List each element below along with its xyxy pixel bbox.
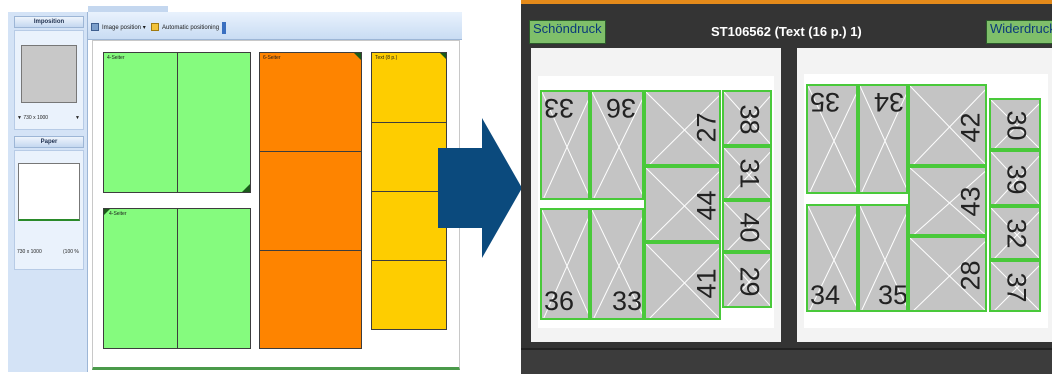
widerdruck-button[interactable]: Widerdruck xyxy=(986,20,1052,44)
section-text-8p[interactable]: Text (8 p.) xyxy=(371,52,447,330)
page-number: 43 xyxy=(955,186,986,217)
page-number: 37 xyxy=(1001,272,1032,303)
front-side-panel: 33 36 36 33 27 44 41 38 31 40 29 xyxy=(531,48,781,342)
back-side-panel: 35 34 34 35 42 43 28 30 39 32 37 xyxy=(797,48,1052,342)
paper-zoom-text: (100 % xyxy=(63,249,79,255)
page-cell[interactable]: 33 xyxy=(540,90,590,200)
page-number: 39 xyxy=(1001,164,1032,195)
page-cell[interactable]: 43 xyxy=(908,166,987,236)
arrow-right-icon xyxy=(438,118,522,258)
fold-line xyxy=(177,209,178,348)
page-number: 35 xyxy=(810,87,841,117)
image-position-button[interactable]: Image position ▾ xyxy=(102,25,146,31)
section-label: 4-Seiter xyxy=(109,211,127,217)
page-cell[interactable]: 30 xyxy=(989,98,1041,150)
page-cell[interactable]: 31 xyxy=(722,146,772,200)
fold-line xyxy=(372,191,446,192)
imposition-panel: ▼ 730 x 1000 ▼ xyxy=(14,30,84,130)
page-number: 34 xyxy=(810,280,841,310)
page-number: 33 xyxy=(544,93,575,123)
paper-thumbnail[interactable] xyxy=(18,163,80,221)
automatic-positioning-button[interactable]: Automatic positioning xyxy=(162,25,220,31)
page-number: 36 xyxy=(606,93,637,123)
page-number: 32 xyxy=(1001,218,1032,249)
page-number: 33 xyxy=(612,286,643,316)
page-cell[interactable]: 42 xyxy=(908,84,987,166)
page-cell[interactable]: 41 xyxy=(644,242,721,320)
section-4-seiter-top[interactable]: 4-Seiter xyxy=(103,52,251,193)
paper-panel: 730 x 1000 (100 % xyxy=(14,150,84,270)
bottom-bar xyxy=(521,348,1052,374)
imposition-size-dropdown[interactable]: ▼ 730 x 1000 xyxy=(17,115,49,121)
page-cell[interactable]: 34 xyxy=(858,84,908,194)
section-label: 6-Seiter xyxy=(263,55,281,61)
page-cell[interactable]: 32 xyxy=(989,206,1041,260)
page-number: 29 xyxy=(734,266,765,297)
fold-line xyxy=(177,53,178,192)
automatic-positioning-icon xyxy=(151,23,159,31)
section-label: Text (8 p.) xyxy=(375,55,398,61)
sheet-title: ST106562 (Text (16 p.) 1) xyxy=(711,24,862,39)
page-number: 44 xyxy=(691,190,721,221)
imposition-size-value: 730 x 1000 xyxy=(23,115,49,121)
page-cell[interactable]: 29 xyxy=(722,252,772,308)
imposition-sheet: 4-Seiter 4-Seiter 6-Seiter Text (8 p.) xyxy=(92,40,460,370)
page-number: 38 xyxy=(734,104,765,135)
page-cell[interactable]: 44 xyxy=(644,166,721,242)
page-number: 35 xyxy=(878,280,908,310)
toolbar: Image position ▾ Automatic positioning xyxy=(88,12,462,40)
page-cell[interactable]: 34 xyxy=(806,204,858,312)
page-cell[interactable]: 35 xyxy=(858,204,908,312)
page-number: 34 xyxy=(874,87,905,117)
page-number: 41 xyxy=(691,268,721,299)
corner-marker-icon xyxy=(242,184,250,192)
fold-line xyxy=(260,151,361,152)
image-position-icon xyxy=(91,23,99,31)
page-cell[interactable]: 36 xyxy=(590,90,644,200)
page-cell[interactable]: 38 xyxy=(722,90,772,146)
header-accent-line xyxy=(521,0,1052,4)
side-panel: Imposition ▼ 730 x 1000 ▼ Paper 730 x 10… xyxy=(8,12,88,372)
page-number: 31 xyxy=(734,158,765,189)
page-cell[interactable]: 33 xyxy=(590,208,644,320)
paper-size-text: 730 x 1000 xyxy=(17,249,42,255)
page-cell[interactable]: 40 xyxy=(722,200,772,252)
page-cell[interactable]: 39 xyxy=(989,150,1041,206)
imposition-thumbnail[interactable] xyxy=(21,45,77,103)
page-cell[interactable]: 35 xyxy=(806,84,858,194)
page-number: 42 xyxy=(955,112,986,143)
page-cell[interactable]: 28 xyxy=(908,236,987,312)
paper-panel-title: Paper xyxy=(14,136,84,148)
page-number: 28 xyxy=(955,260,986,291)
page-cell[interactable]: 37 xyxy=(989,260,1041,312)
toolbar-separator xyxy=(222,22,226,34)
schoendruck-button[interactable]: Schöndruck xyxy=(529,20,606,44)
toolbar-top-strip xyxy=(88,6,168,12)
page-number: 36 xyxy=(544,286,575,316)
fold-line xyxy=(372,260,446,261)
page-cell[interactable]: 27 xyxy=(644,90,721,166)
page-cell[interactable]: 36 xyxy=(540,208,590,320)
corner-marker-icon xyxy=(440,53,446,59)
chevron-down-icon[interactable]: ▼ xyxy=(75,115,80,121)
section-6-seiter[interactable]: 6-Seiter xyxy=(259,52,362,349)
page-number: 30 xyxy=(1001,110,1032,141)
image-position-label: Image position xyxy=(102,25,142,31)
page-number: 40 xyxy=(734,212,765,243)
corner-marker-icon xyxy=(104,209,110,215)
imposition-editor: Imposition ▼ 730 x 1000 ▼ Paper 730 x 10… xyxy=(8,6,462,372)
page-number: 27 xyxy=(691,112,721,143)
imposition-panel-title: Imposition xyxy=(14,16,84,28)
front-sheet: 33 36 36 33 27 44 41 38 31 40 29 xyxy=(538,76,774,328)
section-4-seiter-bottom[interactable]: 4-Seiter xyxy=(103,208,251,349)
back-sheet: 35 34 34 35 42 43 28 30 39 32 37 xyxy=(804,74,1048,328)
fold-line xyxy=(372,122,446,123)
sheet-preview: Schöndruck ST106562 (Text (16 p.) 1) Wid… xyxy=(521,0,1052,374)
fold-line xyxy=(260,250,361,251)
corner-marker-icon xyxy=(354,53,361,60)
section-label: 4-Seiter xyxy=(107,55,125,61)
